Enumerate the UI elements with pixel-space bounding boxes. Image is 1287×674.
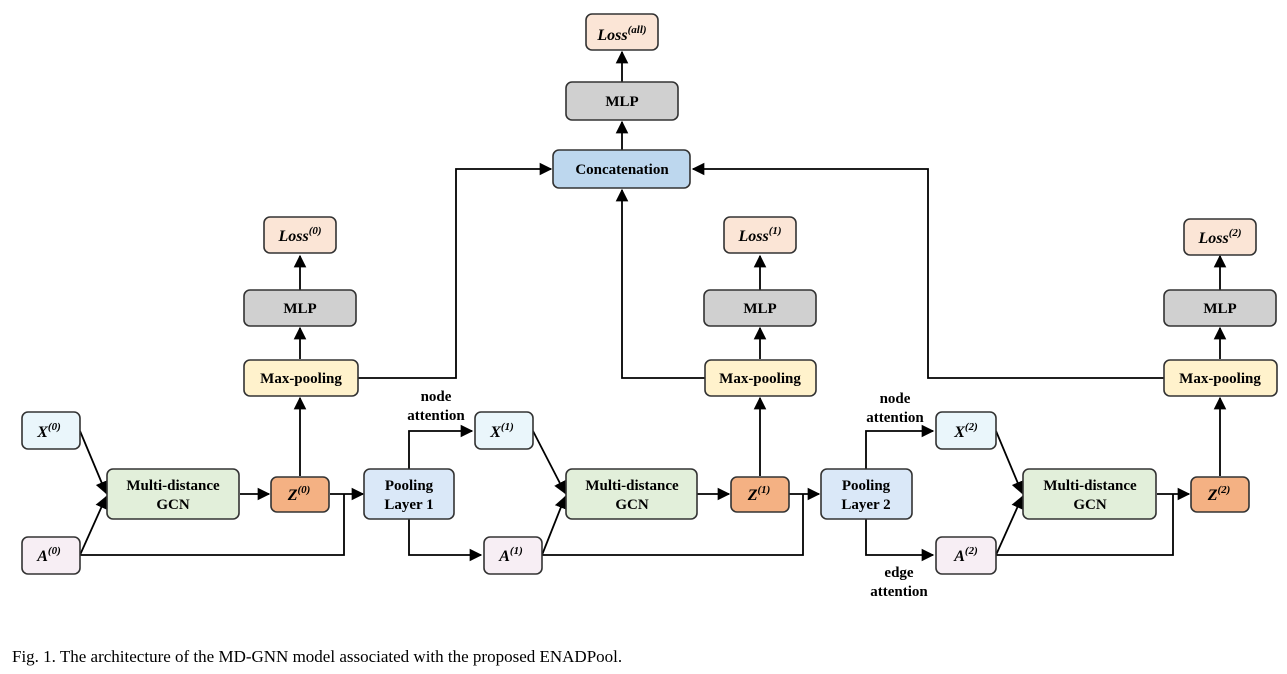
- gcn3-node: Multi-distance GCN: [1022, 468, 1157, 520]
- svg-text:Loss(0): Loss(0): [277, 225, 321, 245]
- edge-pool1-to-a1: [408, 519, 483, 562]
- svg-text:MLP: MLP: [1203, 301, 1236, 317]
- a1-node: A(1): [483, 536, 543, 575]
- svg-text:Layer 1: Layer 1: [384, 497, 433, 513]
- svg-text:Z(1): Z(1): [747, 484, 771, 504]
- svg-text:Loss(1): Loss(1): [737, 225, 781, 245]
- edge-attention-label: edge attention: [870, 565, 928, 600]
- edge-a2-to-z2: [996, 494, 1174, 556]
- mlp2-node: MLP: [703, 289, 817, 327]
- a2-node: A(2): [935, 536, 997, 575]
- svg-text:edge: edge: [884, 565, 914, 581]
- z0-node: Z(0): [270, 476, 330, 513]
- gcn2-node: Multi-distance GCN: [565, 468, 698, 520]
- svg-text:MLP: MLP: [743, 301, 776, 317]
- edge-x1-to-gcn2: [532, 430, 566, 495]
- svg-text:Layer 2: Layer 2: [841, 497, 890, 513]
- x0-node: X(0): [21, 411, 81, 450]
- svg-text:Concatenation: Concatenation: [575, 162, 669, 178]
- svg-text:attention: attention: [407, 408, 465, 424]
- edge-pool1-to-x1: [408, 424, 474, 469]
- edge-maxpool2-to-concat: [615, 188, 705, 379]
- svg-text:attention: attention: [866, 410, 924, 426]
- maxpool3-node: Max-pooling: [1163, 359, 1278, 397]
- pool1-node: Pooling Layer 1: [363, 468, 455, 520]
- edge-maxpool1-to-concat: [358, 162, 553, 379]
- a0-node: A(0): [21, 536, 81, 575]
- node-attention-1-label: node attention: [407, 389, 465, 424]
- edge-a0-to-pool1: [80, 494, 345, 556]
- edge-a1-to-pool2: [542, 494, 804, 556]
- edge-x2-to-gcn3: [995, 430, 1024, 495]
- figure-caption: Fig. 1. The architecture of the MD-GNN m…: [12, 647, 623, 666]
- svg-text:Multi-distance: Multi-distance: [1043, 478, 1137, 494]
- svg-text:A(0): A(0): [36, 545, 61, 565]
- pool2-node: Pooling Layer 2: [820, 468, 913, 520]
- svg-text:Multi-distance: Multi-distance: [126, 478, 220, 494]
- architecture-diagram: Loss(all) MLP Concatenation Loss(0) MLP …: [21, 13, 1278, 600]
- edge-pool2-to-a2: [865, 519, 935, 562]
- svg-text:attention: attention: [870, 584, 928, 600]
- svg-text:Pooling: Pooling: [842, 478, 891, 494]
- edge-a1-to-gcn2: [541, 495, 567, 556]
- svg-text:Z(0): Z(0): [287, 484, 311, 504]
- svg-text:Max-pooling: Max-pooling: [1179, 371, 1261, 387]
- edge-x0-to-gcn1: [79, 430, 108, 495]
- mlp-top-node: MLP: [565, 81, 679, 121]
- svg-text:MLP: MLP: [283, 301, 316, 317]
- maxpool2-node: Max-pooling: [704, 359, 817, 397]
- svg-text:GCN: GCN: [615, 497, 649, 513]
- svg-text:node: node: [880, 391, 911, 407]
- svg-text:GCN: GCN: [156, 497, 190, 513]
- loss2-node: Loss(2): [1183, 218, 1257, 256]
- x2-node: X(2): [935, 411, 997, 450]
- mlp3-node: MLP: [1163, 289, 1277, 327]
- edge-maxpool3-to-concat: [691, 162, 1164, 379]
- svg-text:X(0): X(0): [36, 421, 61, 441]
- svg-text:Loss(2): Loss(2): [1197, 227, 1241, 247]
- edge-pool2-to-x2: [865, 424, 935, 469]
- svg-text:Loss(all): Loss(all): [596, 24, 646, 44]
- node-attention-2-label: node attention: [866, 391, 924, 426]
- svg-text:Z(2): Z(2): [1207, 484, 1231, 504]
- z2-node: Z(2): [1190, 476, 1250, 513]
- gcn1-node: Multi-distance GCN: [106, 468, 240, 520]
- loss-all-node: Loss(all): [585, 13, 659, 51]
- edge-a0-to-gcn1: [79, 495, 108, 556]
- loss0-node: Loss(0): [263, 216, 337, 254]
- edge-a2-to-gcn3: [995, 495, 1024, 556]
- svg-text:A(1): A(1): [498, 545, 523, 565]
- svg-text:Multi-distance: Multi-distance: [585, 478, 679, 494]
- svg-text:MLP: MLP: [605, 94, 638, 110]
- mlp1-node: MLP: [243, 289, 357, 327]
- svg-text:Max-pooling: Max-pooling: [260, 371, 342, 387]
- loss1-node: Loss(1): [723, 216, 797, 254]
- concatenation-node: Concatenation: [552, 149, 691, 189]
- svg-text:Max-pooling: Max-pooling: [719, 371, 801, 387]
- edges: [79, 50, 1227, 562]
- maxpool1-node: Max-pooling: [243, 359, 359, 397]
- svg-text:node: node: [421, 389, 452, 405]
- x1-node: X(1): [474, 411, 534, 450]
- svg-text:X(1): X(1): [489, 421, 514, 441]
- z1-node: Z(1): [730, 476, 790, 513]
- svg-text:X(2): X(2): [953, 421, 978, 441]
- svg-text:Pooling: Pooling: [385, 478, 434, 494]
- svg-text:A(2): A(2): [953, 545, 978, 565]
- svg-text:GCN: GCN: [1073, 497, 1107, 513]
